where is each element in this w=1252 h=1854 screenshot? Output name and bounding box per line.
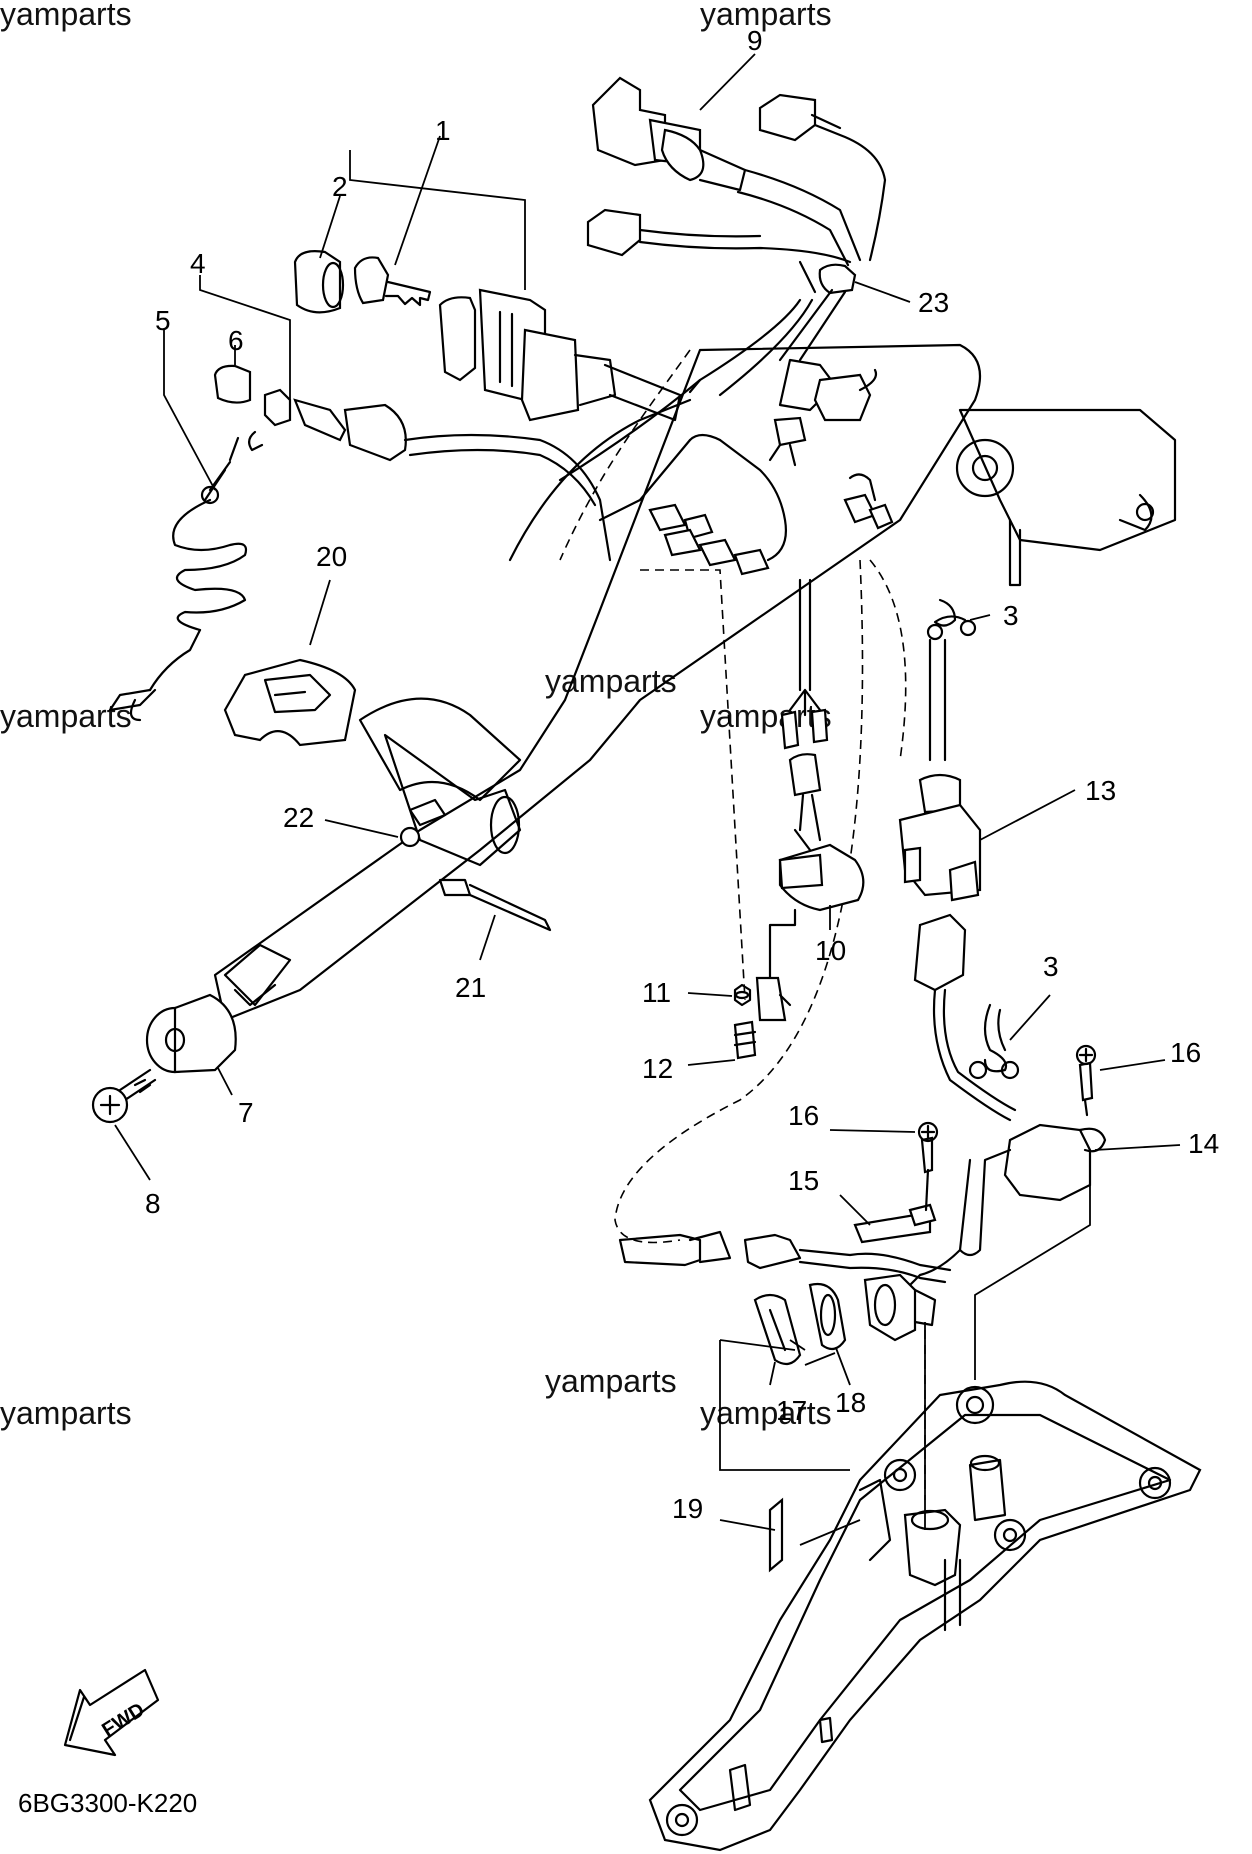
callout-2: 2 [332,171,348,202]
watermark: yamparts [700,0,832,32]
callout-15: 15 [788,1165,819,1196]
callout-14: 14 [1188,1128,1219,1159]
direction-label: FWD [98,1699,148,1742]
main-switch-assembly [293,250,682,422]
lower-cover [648,1380,1202,1852]
callout-7: 7 [238,1097,254,1128]
callout-labels: 1 2 3 3 4 5 6 7 8 9 10 11 12 13 14 15 16… [145,25,1219,1524]
electrical-parts [618,578,1107,1292]
callout-6: 6 [228,325,244,356]
internal-connectors [648,368,894,576]
callout-18: 18 [835,1387,866,1418]
callout-16b: 16 [788,1100,819,1131]
watermark: yamparts [0,0,132,32]
callout-8: 8 [145,1188,161,1219]
watermark: yamparts [700,698,832,734]
tiller-handle [213,343,1177,1244]
engine-stop-switch-assembly [108,364,612,722]
callout-3: 3 [1003,600,1019,631]
watermark: yamparts [545,1363,677,1399]
watermark: yamparts [0,698,132,734]
callout-5: 5 [155,305,171,336]
callout-10: 10 [815,935,846,966]
callout-1: 1 [435,115,451,146]
watermark: yamparts [545,663,677,699]
callout-20: 20 [316,541,347,572]
watermark: yamparts [700,1395,832,1431]
callout-13: 13 [1085,775,1116,806]
callout-9: 9 [747,25,763,56]
callout-17: 17 [776,1395,807,1426]
leader-lines [114,53,1181,1546]
callout-11: 11 [642,977,671,1008]
watermark: yamparts [0,1395,132,1431]
callout-19: 19 [672,1493,703,1524]
wire-harness [586,76,887,412]
callout-12: 12 [642,1053,673,1084]
drawing-code: 6BG3300-K220 [18,1788,197,1818]
fwd-arrow-icon: FWD [63,1668,160,1757]
small-parts [91,658,784,1573]
callout-3b: 3 [1043,951,1059,982]
callout-21: 21 [455,972,486,1003]
grommets [753,1273,937,1366]
callout-16: 16 [1170,1037,1201,1068]
callout-23: 23 [918,287,949,318]
callout-22: 22 [283,802,314,833]
callout-4: 4 [190,248,206,279]
